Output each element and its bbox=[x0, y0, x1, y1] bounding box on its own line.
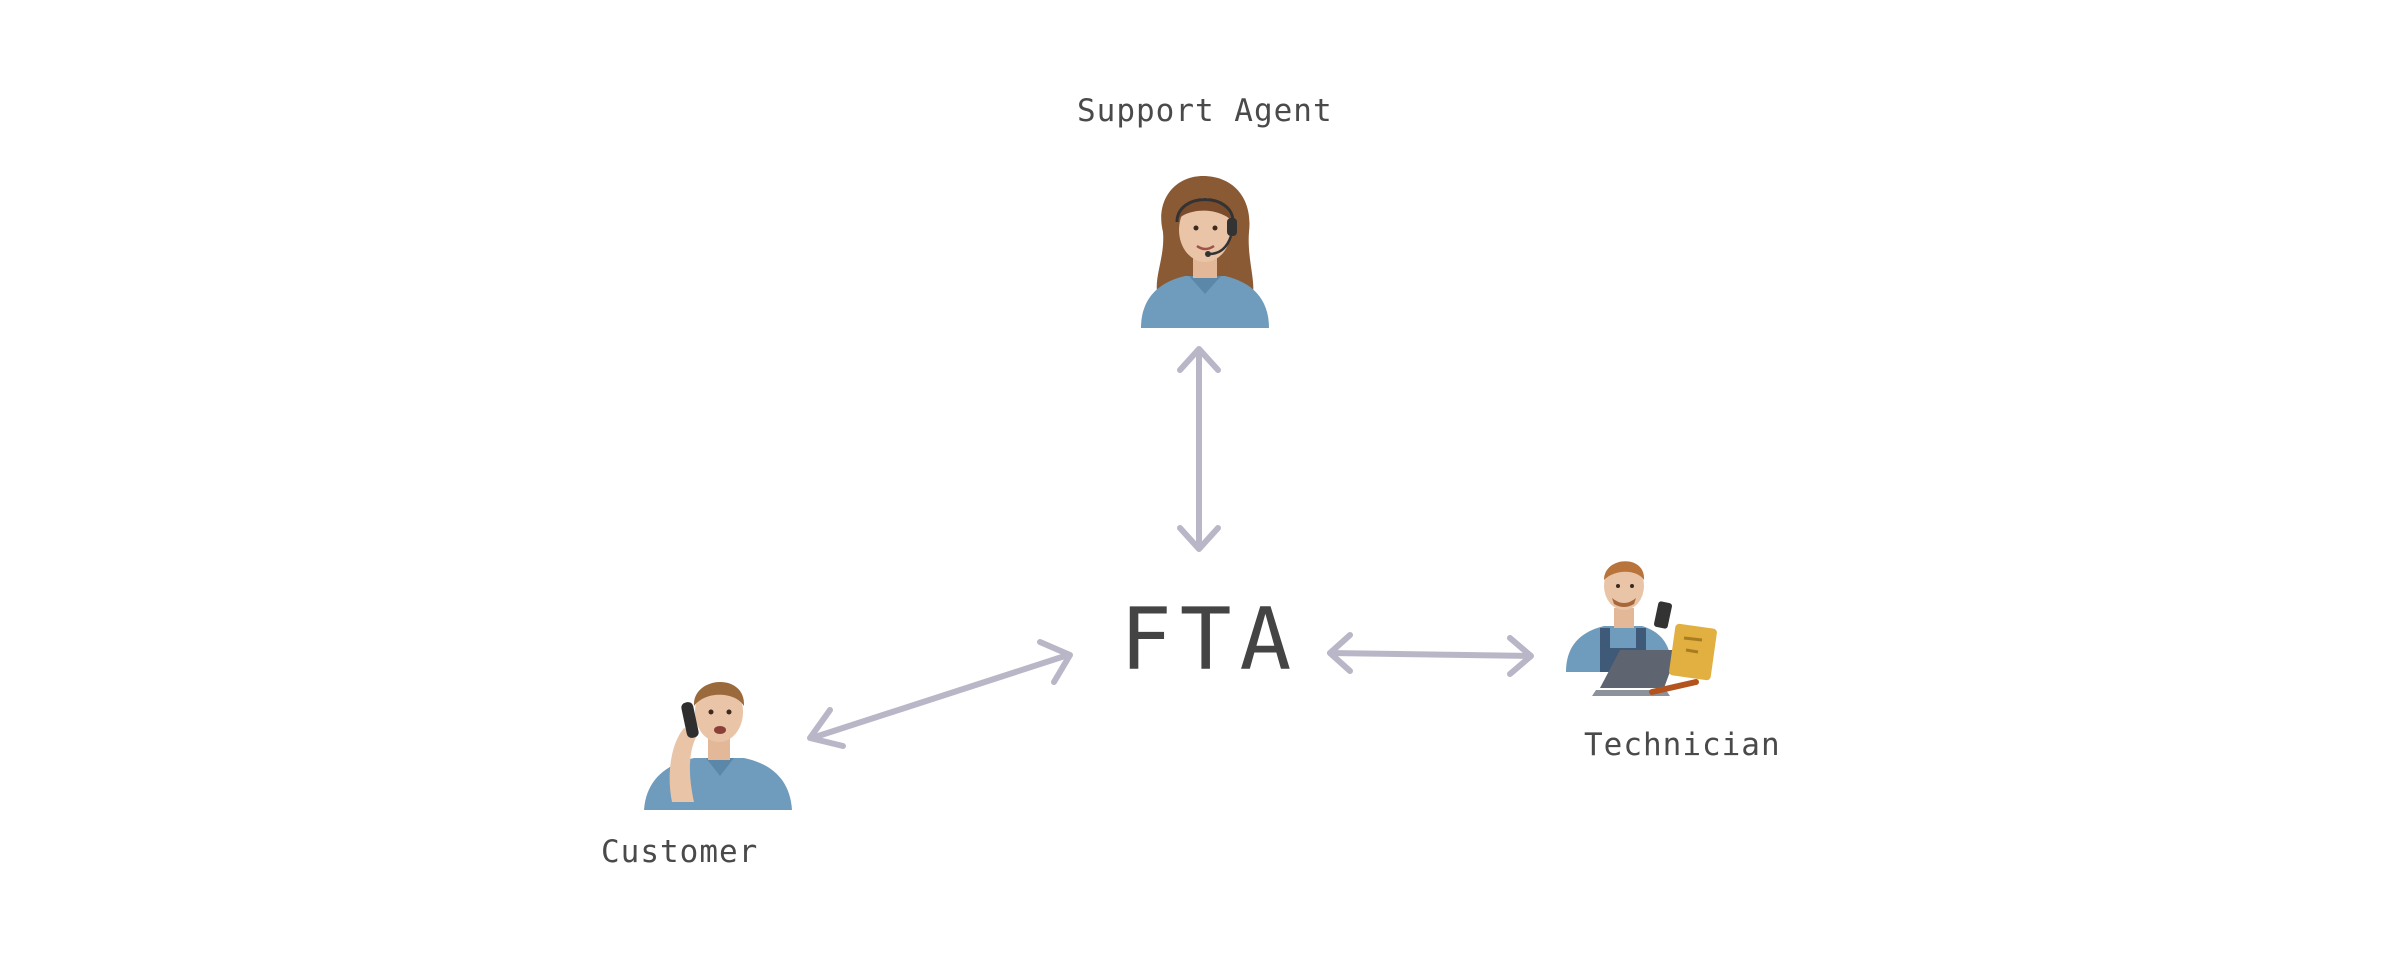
technician-laptop-icon bbox=[1566, 561, 1717, 696]
arrow-fta-technician bbox=[1327, 632, 1534, 677]
arrow-fta-customer bbox=[807, 639, 1073, 749]
arrow-fta-support-agent bbox=[1177, 346, 1221, 552]
technician-label: Technician bbox=[1584, 727, 1781, 763]
support-agent-label: Support Agent bbox=[1077, 93, 1333, 129]
customer-phone-icon bbox=[644, 681, 792, 810]
customer-label: Customer bbox=[601, 834, 759, 870]
fta-center-label: FTA bbox=[1120, 590, 1300, 690]
support-agent-headset-icon bbox=[1141, 176, 1269, 328]
